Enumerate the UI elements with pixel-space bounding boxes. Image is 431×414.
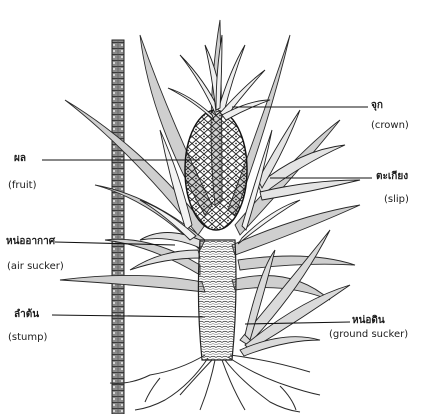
slip-shoot [258, 110, 360, 200]
ground-sucker-label-english: (ground sucker) [329, 330, 408, 340]
stump-label-english: (stump) [8, 333, 47, 343]
stump [198, 240, 236, 360]
roots [110, 355, 320, 412]
crown-label-english: (crown) [371, 121, 409, 131]
crown-label-thai: จุก [371, 101, 383, 111]
measuring-pole [112, 40, 124, 414]
fruit-label-english: (fruit) [8, 181, 36, 191]
stump-leader-line [52, 315, 205, 317]
air-sucker-label-thai: หน่ออากาศ [6, 237, 55, 247]
fruit-label-thai: ผล [14, 154, 26, 164]
slip-label-thai: ตะเกียง [376, 172, 408, 182]
slip-label-english: (slip) [384, 195, 409, 205]
stump-label-thai: ลำต้น [14, 310, 39, 320]
ground-sucker-label-thai: หน่อดิน [352, 316, 385, 326]
air-sucker-label-english: (air sucker) [7, 262, 64, 272]
pineapple-fruit [185, 110, 247, 230]
